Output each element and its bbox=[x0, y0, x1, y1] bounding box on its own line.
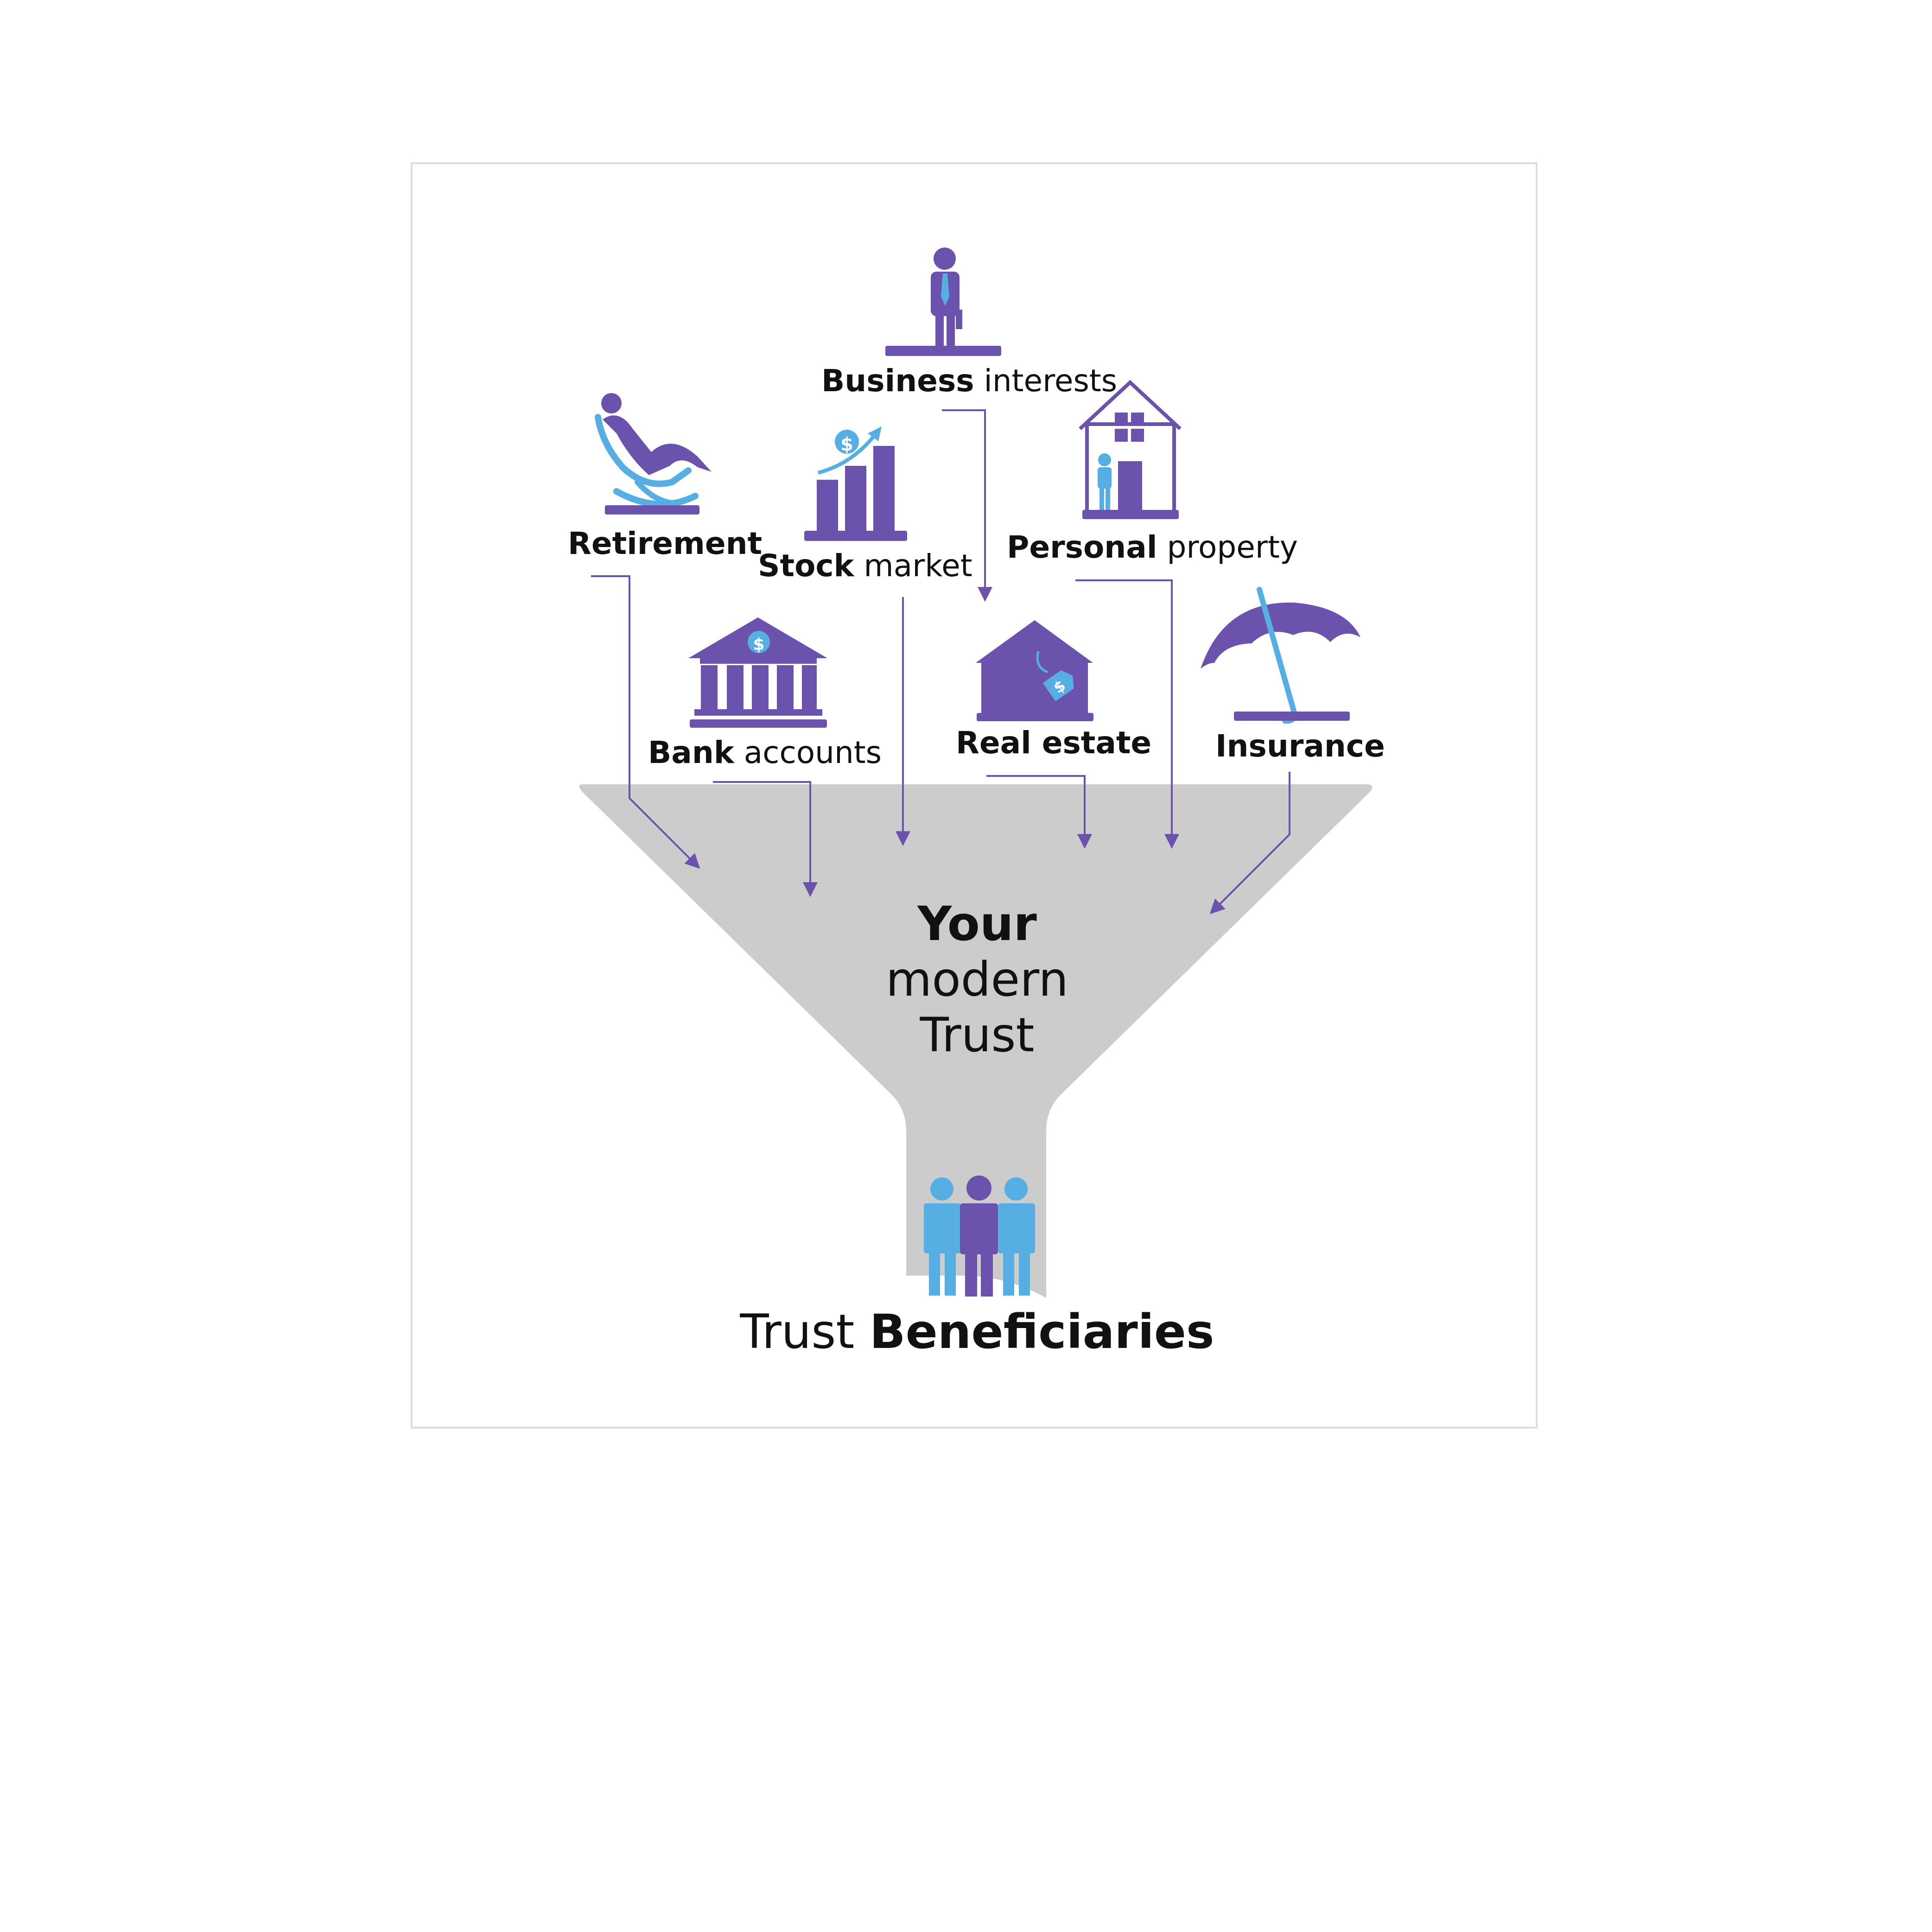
personal-property-label: Personal property bbox=[1007, 529, 1298, 565]
bank-accounts-arrow bbox=[713, 781, 818, 897]
trust-beneficiaries-label: Trust Beneficiaries bbox=[739, 1304, 1214, 1360]
insurance-arrow bbox=[1209, 772, 1290, 915]
svg-text:$: $ bbox=[753, 635, 764, 654]
retirement-arrow bbox=[591, 575, 700, 869]
stock-chart-icon: $ bbox=[804, 426, 907, 541]
funnel-shape bbox=[579, 784, 1373, 1298]
real-estate-icon: $ bbox=[976, 620, 1093, 721]
insurance-label: Insurance bbox=[1215, 728, 1385, 764]
bank-accounts-label: Bank accounts bbox=[648, 735, 882, 770]
personal-property-arrow bbox=[1075, 579, 1179, 849]
bank-icon: $ bbox=[688, 617, 827, 728]
real-estate-arrow bbox=[986, 775, 1092, 849]
house-icon bbox=[1079, 380, 1182, 519]
center-title-trust: Trust bbox=[919, 1008, 1034, 1063]
stock-market-label: Stock market bbox=[758, 548, 972, 584]
real-estate-label: Real estate bbox=[956, 725, 1151, 761]
center-title-modern: modern bbox=[886, 952, 1068, 1007]
business-interests-arrow bbox=[942, 409, 992, 602]
businessman-icon bbox=[885, 248, 1001, 356]
rocking-chair-icon bbox=[595, 393, 712, 515]
center-title-your: Your bbox=[917, 896, 1037, 952]
svg-text:$: $ bbox=[840, 434, 853, 455]
umbrella-icon bbox=[1201, 587, 1360, 724]
retirement-label: Retirement bbox=[568, 526, 762, 561]
business-interests-label: Business interests bbox=[821, 363, 1117, 399]
people-group-icon bbox=[924, 1176, 1035, 1296]
flow-arrows bbox=[591, 409, 1290, 915]
